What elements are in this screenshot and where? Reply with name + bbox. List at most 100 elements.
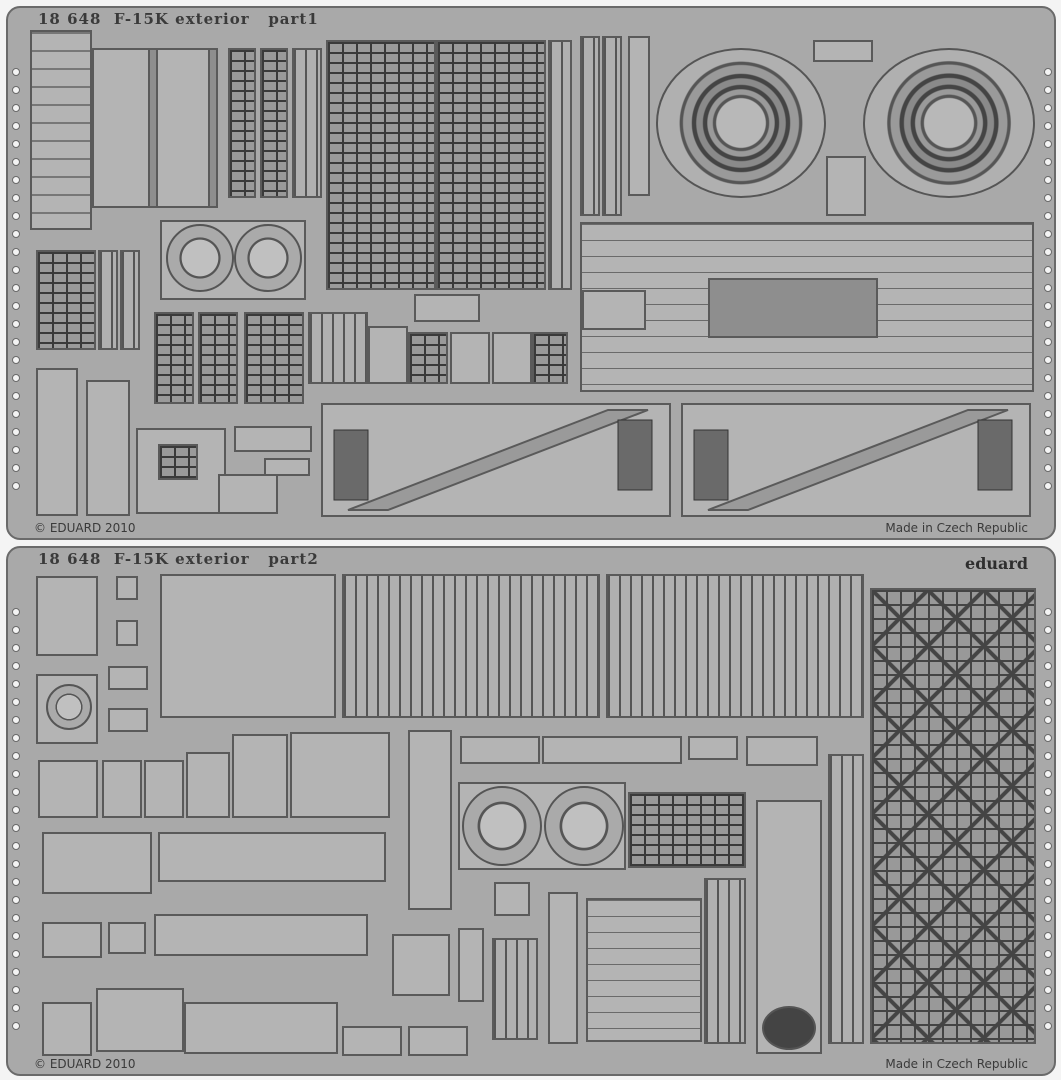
sprue-hole-icon xyxy=(12,986,20,994)
part-78-79 xyxy=(494,882,530,916)
part-50 xyxy=(290,732,390,818)
part-side-panel xyxy=(30,30,92,230)
part-15 xyxy=(36,250,96,350)
part-57-disc xyxy=(762,1006,816,1050)
sprue-hole-icon xyxy=(1044,212,1052,220)
part-53 xyxy=(542,736,682,764)
part-55 xyxy=(746,736,818,766)
part-81 xyxy=(96,988,184,1052)
wheel-hub-icon xyxy=(166,224,234,292)
part-83b xyxy=(408,1026,468,1056)
sprue-hole-icon xyxy=(12,716,20,724)
sprue-hole-icon xyxy=(12,950,20,958)
sprue-hole-icon xyxy=(12,860,20,868)
sprue-hole-icon xyxy=(12,212,20,220)
sprue-hole-icon xyxy=(12,194,20,202)
sprue-hole-icon xyxy=(12,680,20,688)
part-45 xyxy=(38,760,98,818)
sprue-hole-icon xyxy=(12,662,20,670)
sprue-hole-icon xyxy=(1044,626,1052,634)
part-25 xyxy=(450,332,490,384)
part-strip-6 xyxy=(292,48,322,198)
part-39 xyxy=(116,576,138,600)
part-26 xyxy=(492,332,532,384)
sprue-hole-icon xyxy=(1044,734,1052,742)
sprue-hole-icon xyxy=(12,788,20,796)
sprue-hole-icon xyxy=(1044,194,1052,202)
sprue-hole-icon xyxy=(12,140,20,148)
sprue-hole-icon xyxy=(12,248,20,256)
sprue-hole-icon xyxy=(12,374,20,382)
sprue-hole-icon xyxy=(1044,824,1052,832)
part-14 xyxy=(826,156,866,216)
part-60-64 xyxy=(158,832,386,882)
part-51 xyxy=(408,730,452,910)
part-16a xyxy=(98,250,118,350)
part-strip-9 xyxy=(580,36,600,216)
part-16b xyxy=(120,250,140,350)
sprue-hole-icon xyxy=(12,410,20,418)
part-68-69 xyxy=(42,922,102,958)
fret2-copyright: © EDUARD 2010 xyxy=(34,1057,136,1071)
sprue-hole-icon xyxy=(1044,842,1052,850)
sprue-hole-icon xyxy=(1044,716,1052,724)
part-32 xyxy=(218,474,278,514)
wheel-hub-icon xyxy=(234,224,302,292)
sprue-hole-icon xyxy=(1044,1004,1052,1012)
sprue-hole-icon xyxy=(12,122,20,130)
part-strip-5 xyxy=(260,48,288,198)
sprue-hole-icon xyxy=(12,302,20,310)
sprue-hole-icon xyxy=(1044,752,1052,760)
wheel-hub-icon xyxy=(462,786,542,866)
fret2-made-in: Made in Czech Republic xyxy=(885,1057,1028,1071)
sprue-hole-icon xyxy=(1044,140,1052,148)
part-44a xyxy=(342,574,600,718)
sprue-hole-icon xyxy=(12,158,20,166)
fret1-made-in: Made in Czech Republic xyxy=(885,521,1028,535)
part-44b xyxy=(606,574,864,718)
sprue-hole-icon xyxy=(1044,320,1052,328)
sprue-hole-icon xyxy=(12,338,20,346)
part-fuselage-core xyxy=(708,278,878,338)
sprue-hole-icon xyxy=(1044,248,1052,256)
fret-part1: 18 648 F-15K exterior part1 xyxy=(6,6,1056,540)
sprue-hole-icon xyxy=(12,482,20,490)
sprue-hole-icon xyxy=(1044,1022,1052,1030)
sprue-hole-icon xyxy=(12,644,20,652)
sprue-hole-icon xyxy=(12,806,20,814)
sprue-hole-icon xyxy=(12,608,20,616)
part-24 xyxy=(408,332,448,384)
sprue-hole-icon xyxy=(12,176,20,184)
part-23 xyxy=(414,294,480,322)
part-13 xyxy=(813,40,873,62)
part-19 xyxy=(244,312,304,404)
sprue-hole-icon xyxy=(1044,806,1052,814)
part-54 xyxy=(688,736,738,760)
part-34 xyxy=(264,458,310,476)
sprue-hole-icon xyxy=(12,320,20,328)
fret2-brand: eduard xyxy=(965,554,1028,573)
fret1-copyright: © EDUARD 2010 xyxy=(34,521,136,535)
part-40 xyxy=(116,620,138,646)
sprue-hole-icon xyxy=(12,824,20,832)
sprue-hole-icon xyxy=(12,104,20,112)
sprue-hole-icon xyxy=(1044,446,1052,454)
part-66 xyxy=(628,792,746,868)
part-46 xyxy=(870,588,1036,1044)
sprue-hole-icon xyxy=(12,428,20,436)
sprue-hole-icon xyxy=(1044,104,1052,112)
sprue-hole-icon xyxy=(12,878,20,886)
fret1-title: 18 648 F-15K exterior part1 xyxy=(38,10,319,28)
sprue-hole-icon xyxy=(12,1022,20,1030)
sprue-hole-icon xyxy=(1044,230,1052,238)
sprue-hole-icon xyxy=(12,86,20,94)
part-30 xyxy=(86,380,130,516)
sprue-hole-icon xyxy=(1044,914,1052,922)
part-52 xyxy=(460,736,540,764)
sprue-hole-icon xyxy=(12,1004,20,1012)
sprue-hole-icon xyxy=(1044,608,1052,616)
sprue-hole-icon xyxy=(1044,896,1052,904)
sprue-hole-icon xyxy=(12,392,20,400)
part-59 xyxy=(42,832,152,894)
part-31-inner xyxy=(158,444,198,480)
